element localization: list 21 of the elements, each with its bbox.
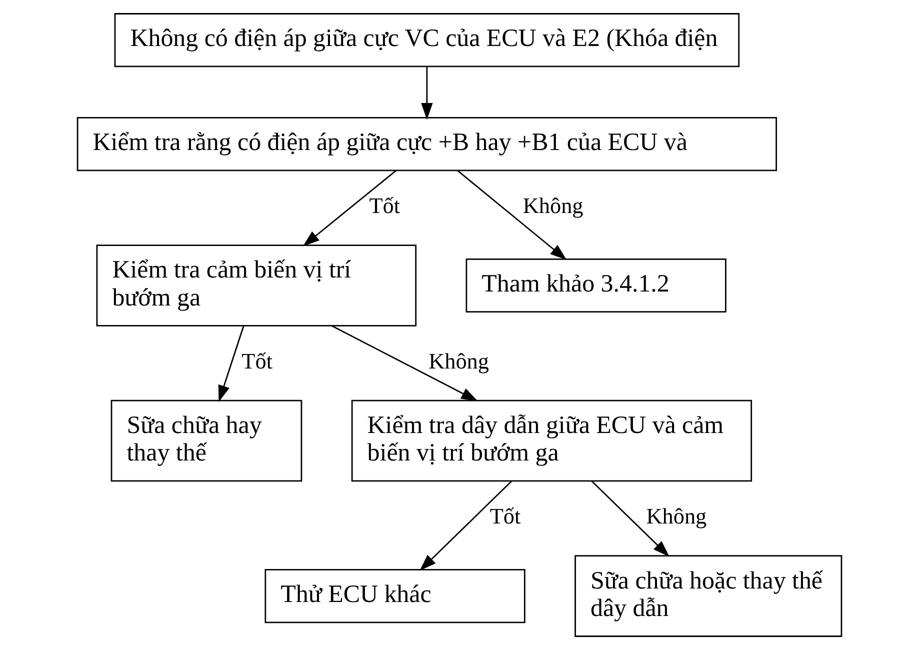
node-box: Kiểm tra dây dẫn giữa ECU và cảm biến vị trí bướm ga (351, 400, 752, 482)
arrow (457, 170, 567, 260)
edge-label: Tốt (490, 504, 521, 529)
edge-label: Không (646, 504, 707, 529)
arrow (302, 170, 396, 246)
node-box: Không có điện áp giữa cực VC của ECU và E2 (Khóa điện (114, 13, 740, 68)
node-box: Tham khảo 3.4.1.2 (466, 258, 726, 313)
node-box: Kiểm tra cảm biến vị trí bướm ga (96, 244, 417, 326)
node-box: Kiểm tra rằng có điện áp giữa cực +B hay +B1 của ECU và (76, 117, 777, 172)
node-box: Sữa chữa hoặc thay thế dây dẫn (574, 555, 842, 637)
edge-label: Tốt (369, 193, 400, 218)
arrow (331, 325, 478, 402)
arrow (218, 326, 244, 402)
node-box: Sữa chữa hay thay thế (110, 400, 302, 482)
edge-label: Không (522, 193, 584, 218)
edge-label: Không (428, 348, 489, 374)
edge-label: Tốt (242, 348, 272, 374)
node-box: Thử ECU khác (264, 569, 526, 624)
arrow (591, 480, 670, 557)
arrow (420, 480, 512, 571)
arrow (421, 66, 433, 120)
